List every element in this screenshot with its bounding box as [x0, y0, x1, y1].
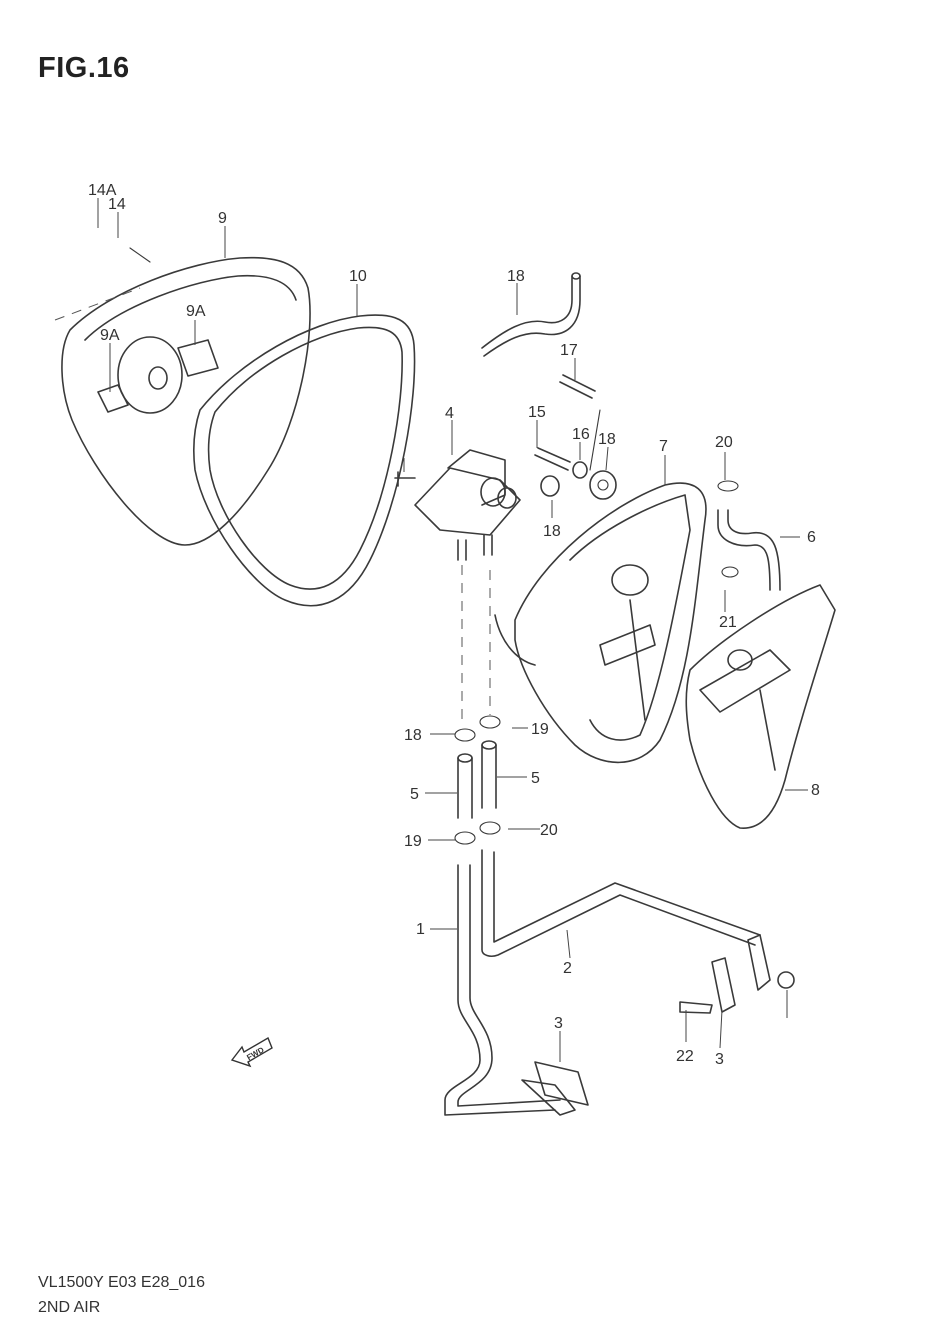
label-20: 22 [676, 1048, 694, 1065]
reed-valve-drawing [394, 449, 521, 561]
pipes-drawing [444, 849, 795, 1116]
label-16: 18 [507, 268, 525, 285]
air-cleaner-cover-drawing [54, 247, 311, 546]
label-18-a: 18 [404, 727, 422, 744]
label-1: 1 [416, 921, 425, 938]
figure-title: FIG.16 [38, 52, 130, 84]
part-labels: 14A 14 9 10 9A 9A 18 17 15 16 18 4 7 20 … [88, 182, 820, 1068]
hose-6-drawing [717, 480, 781, 591]
label-9: 9 [218, 210, 227, 227]
label-9a-left: 9A [100, 327, 120, 344]
label-18-b: 19 [531, 721, 549, 738]
label-5-left: 5 [410, 786, 419, 803]
housing-7-drawing [494, 482, 707, 764]
label-3-left: 3 [554, 1015, 563, 1032]
forward-arrow-icon: FWD [230, 1036, 273, 1068]
label-17: 18 [543, 523, 561, 540]
label-14: 16 [572, 426, 590, 443]
label-8: 8 [811, 782, 820, 799]
label-5-right: 5 [531, 770, 540, 787]
label-18-d: 20 [540, 822, 558, 839]
label-12: 14A [88, 182, 117, 199]
label-4: 4 [445, 405, 454, 422]
label-14a: 17 [560, 342, 578, 359]
label-3-right: 3 [715, 1051, 724, 1068]
label-10: 10 [349, 268, 367, 285]
label-7: 7 [659, 438, 668, 455]
section-name: 2ND AIR [38, 1299, 101, 1316]
fasteners-drawing [534, 374, 617, 500]
plate-8-drawing [685, 584, 836, 829]
label-2: 2 [563, 960, 572, 977]
label-9a-right: 9A [186, 303, 206, 320]
hoses-5-drawing [454, 565, 501, 845]
model-code: VL1500Y E03 E28_016 [38, 1274, 205, 1291]
label-6: 6 [807, 529, 816, 546]
cover-seal-drawing [193, 314, 416, 607]
label-18-c: 19 [404, 833, 422, 850]
hose-16-drawing [481, 272, 581, 357]
label-15: 18 [598, 431, 616, 448]
label-13: 15 [528, 404, 546, 421]
label-19-bottom: 21 [719, 614, 737, 631]
footer: VL1500Y E03 E28_016 2ND AIR [38, 1270, 205, 1320]
label-11: 14 [108, 196, 126, 213]
leader-lines [97, 198, 808, 1062]
label-19-top: 20 [715, 434, 733, 451]
